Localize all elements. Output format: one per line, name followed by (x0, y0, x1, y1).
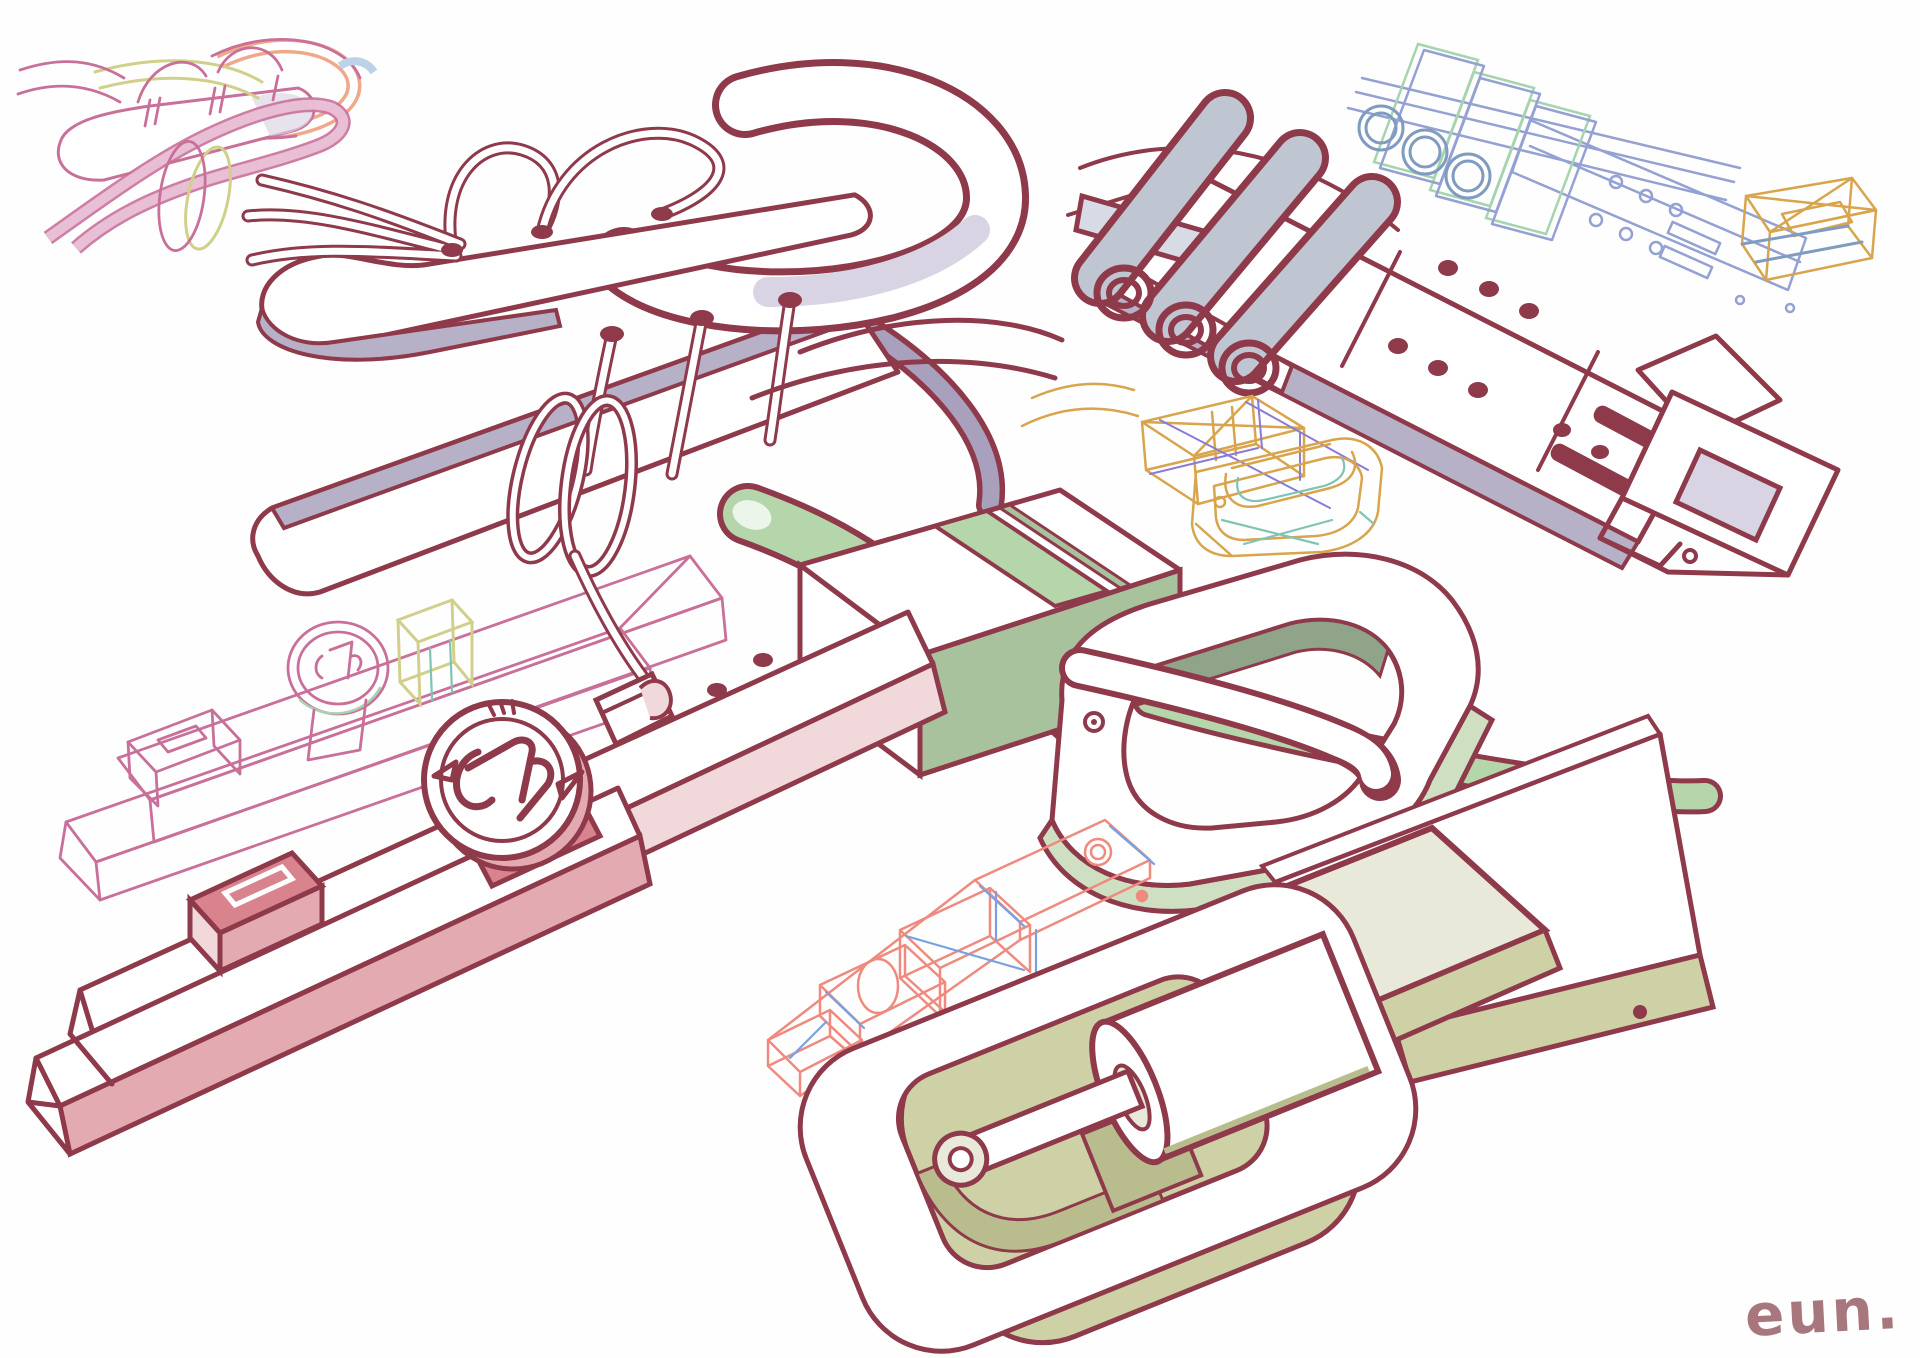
sketch-ring-strap-belt-render (1066, 89, 1841, 578)
sketch-frame-buckle-wireframe (1020, 382, 1384, 558)
sketch-roller-buckle-render (797, 713, 1717, 1354)
sketch-medallion-belt-render (25, 609, 948, 1158)
sketch-lace-belt-rough (16, 37, 378, 254)
sketch-ring-strap-belt-wireframe (1346, 42, 1878, 314)
artist-signature: eun. (1743, 1274, 1902, 1350)
